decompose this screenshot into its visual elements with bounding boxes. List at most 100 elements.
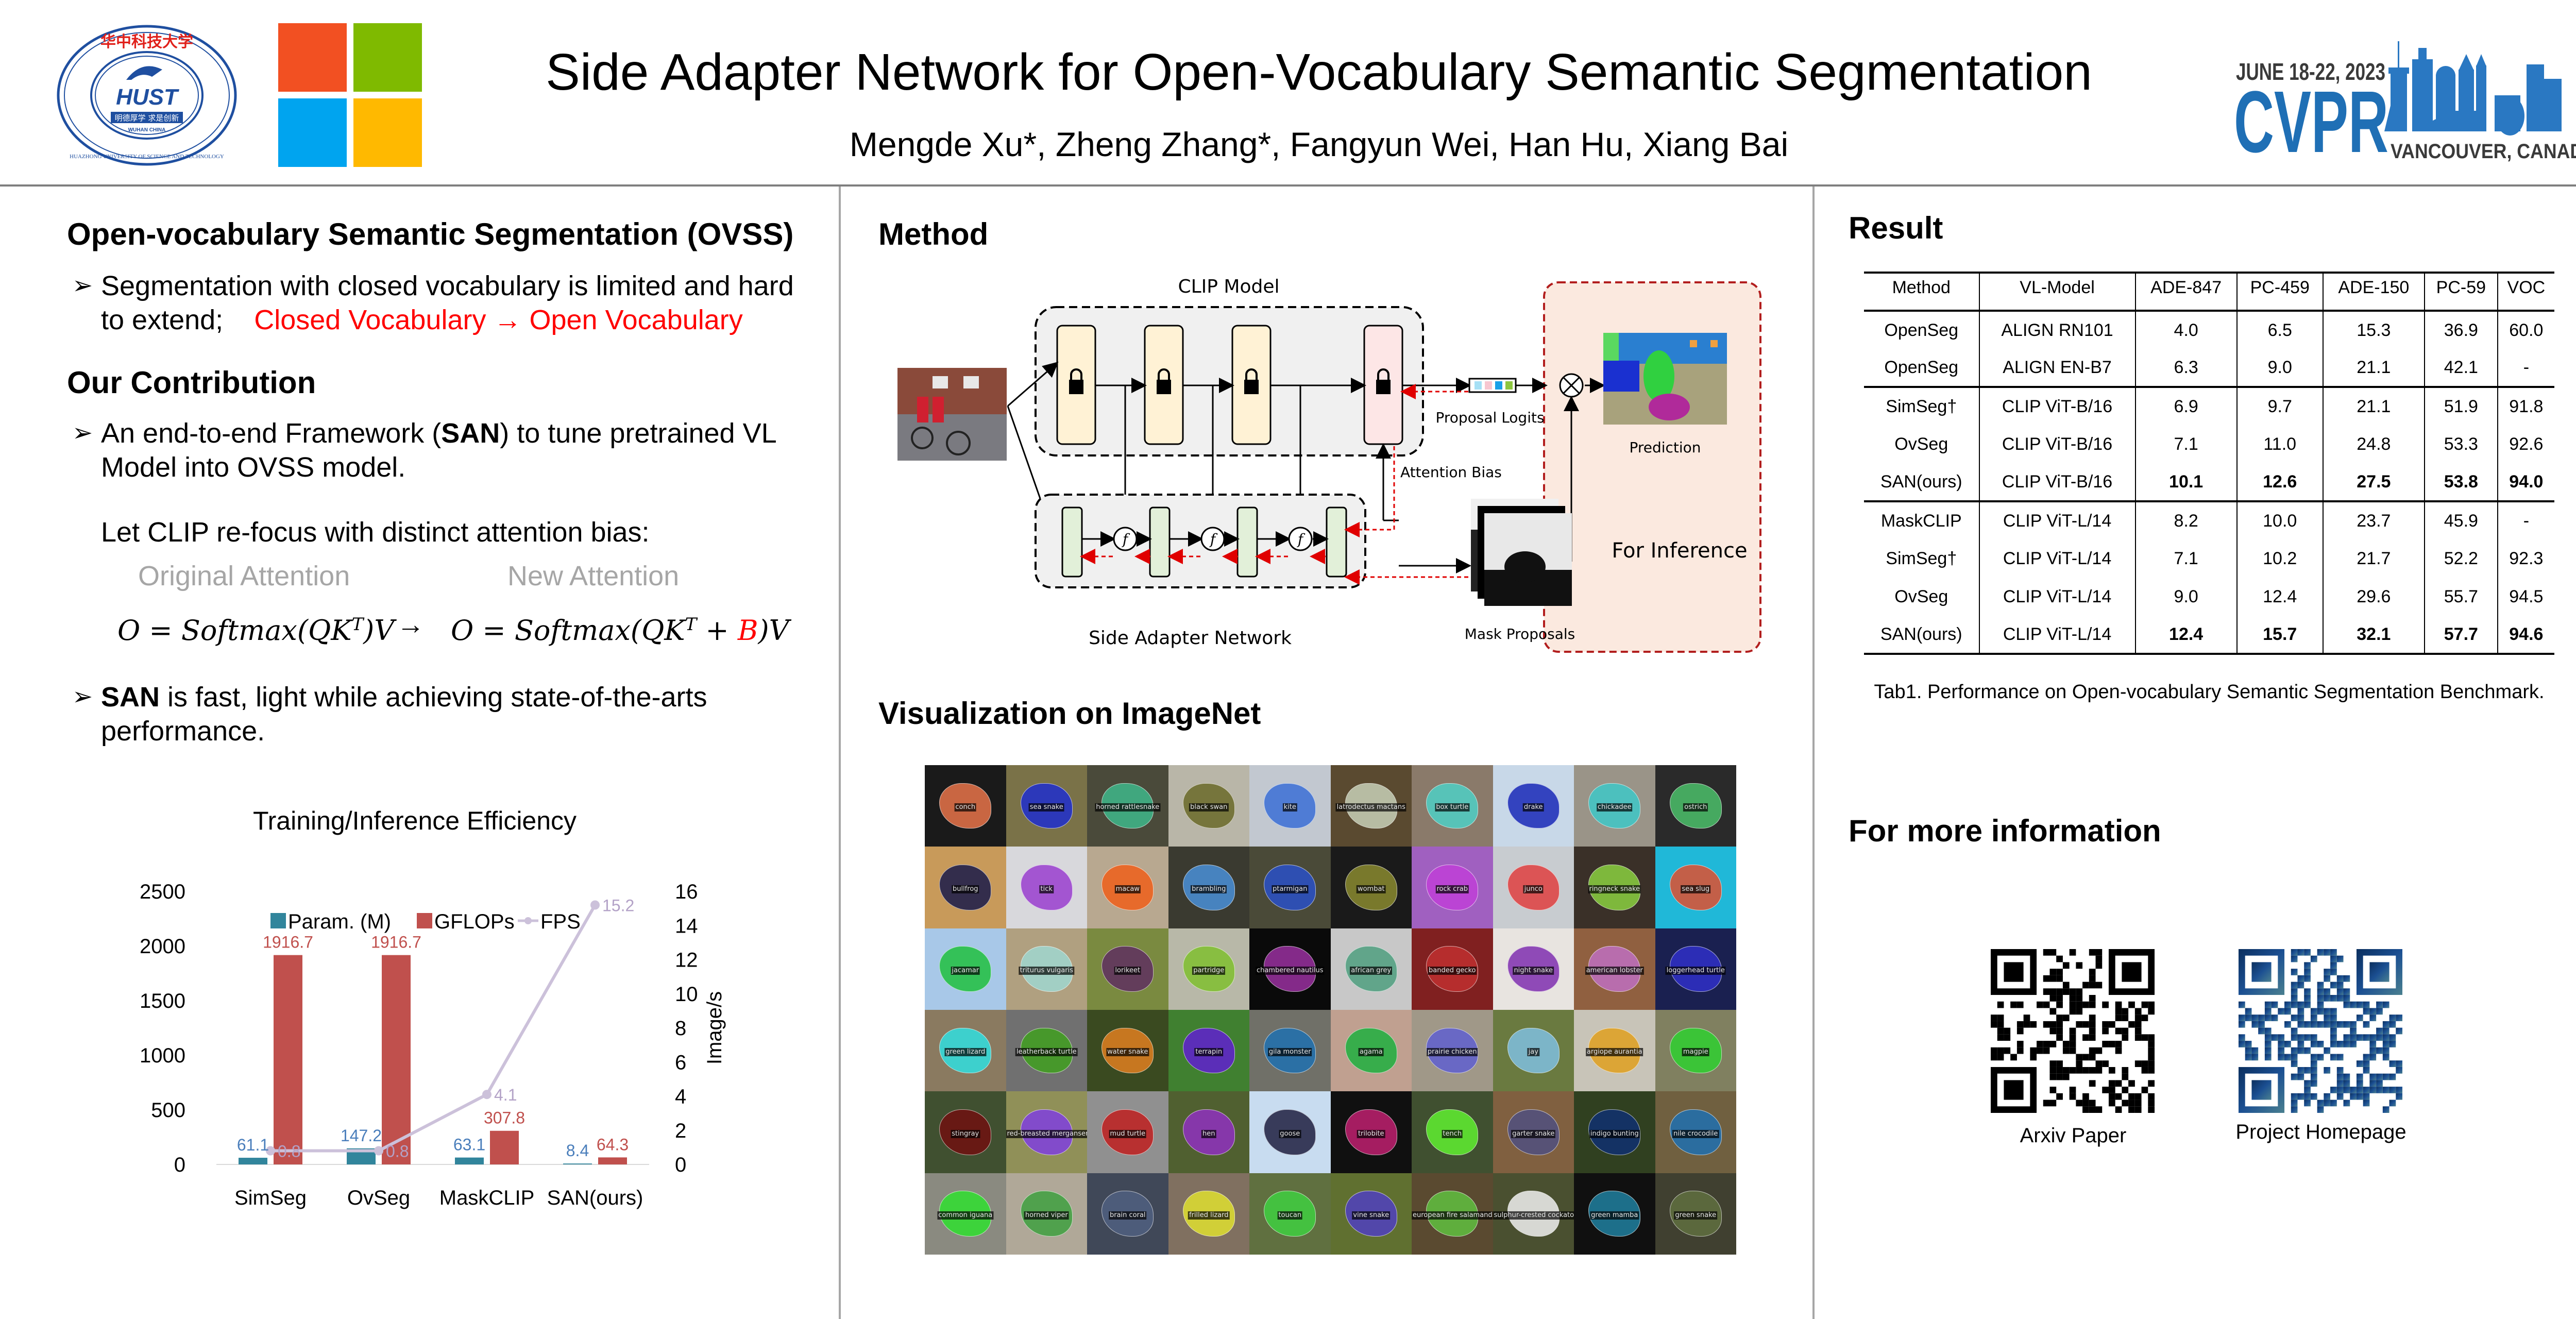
segmentation-label: green snake <box>1674 1211 1718 1220</box>
viz-image-tile: mud turtle <box>1087 1091 1168 1173</box>
qr-module <box>2297 975 2304 982</box>
qr-module <box>1997 1027 2004 1035</box>
prediction-label: Prediction <box>1629 439 1701 456</box>
qr-module <box>2089 1100 2096 1107</box>
qr-code-project-homepage[interactable] <box>2239 949 2402 1113</box>
viz-image-tile: green mamba <box>1574 1173 1655 1255</box>
viz-image-tile: jacamar <box>925 928 1006 1010</box>
qr-module <box>2089 982 2096 989</box>
viz-image-tile: brambling <box>1168 847 1249 928</box>
fps-data-label: 0.8 <box>386 1142 409 1161</box>
segmentation-label: sulphur-crested cockatoo <box>1493 1211 1574 1220</box>
qr-module <box>2049 1021 2057 1028</box>
bar-param-m--maskclip <box>455 1157 484 1164</box>
segmentation-label: partridge <box>1192 966 1226 975</box>
san-text: is fast, light while achieving state-of-… <box>160 682 707 713</box>
qr-module <box>2330 1054 2337 1061</box>
vl-model-cell: CLIP ViT-B/16 <box>1978 425 2136 463</box>
hust-abbrev: HUST <box>116 84 179 110</box>
score-cell: 29.6 <box>2322 578 2425 616</box>
qr-module <box>2076 1060 2083 1067</box>
qr-module <box>2369 1041 2377 1047</box>
column-header: PC-59 <box>2424 273 2498 311</box>
segmentation-label: horned rattlesnake <box>1095 803 1161 812</box>
qr-module <box>2304 975 2311 982</box>
qr-module <box>2148 1067 2155 1074</box>
qr-module <box>2239 1041 2245 1047</box>
qr-module <box>2278 1041 2285 1047</box>
qr-module <box>2134 1027 2142 1035</box>
viz-image-tile: latrodectus mactans <box>1330 765 1412 847</box>
qr-module <box>2363 1093 2370 1100</box>
qr-module <box>2089 1034 2096 1041</box>
qr-module <box>2317 1021 2324 1028</box>
qr-module <box>2264 1014 2272 1021</box>
column-header: Method <box>1892 278 1951 297</box>
viz-image-tile: macaw <box>1087 847 1168 928</box>
ovss-heading: Open-vocabulary Semantic Segmentation (O… <box>67 217 794 251</box>
segmentation-label: black swan <box>1189 803 1229 812</box>
qr-module <box>2251 1047 2259 1054</box>
qr-module <box>2271 1001 2278 1008</box>
qr-module <box>2122 1100 2129 1107</box>
qr-module <box>2049 1073 2057 1080</box>
qr-module <box>2324 1047 2331 1054</box>
qr-module <box>2069 1027 2076 1035</box>
qr-module <box>2350 1034 2357 1041</box>
qr-module <box>2382 1001 2389 1008</box>
qr-module <box>2049 1060 2057 1067</box>
segmentation-label: loggerhead turtle <box>1665 966 1726 975</box>
qr-module <box>2056 995 2063 1002</box>
equation-arrow: → <box>397 609 425 640</box>
segmentation-label: kite <box>1282 803 1297 812</box>
more-info-heading: For more information <box>1849 814 2161 848</box>
fusion-icon: f <box>1288 527 1313 551</box>
qr-module <box>2336 982 2344 989</box>
viz-image-tile: kite <box>1249 765 1331 847</box>
qr-module <box>2350 1087 2357 1093</box>
score-cell: 91.8 <box>2497 387 2554 425</box>
qr-module <box>2297 982 2304 989</box>
score-cell: 94.5 <box>2497 578 2554 616</box>
viz-image-tile: lorikeet <box>1087 928 1168 1010</box>
viz-image-tile: bullfrog <box>925 847 1006 928</box>
qr-module <box>2148 1100 2155 1107</box>
viz-image-tile: sea slug <box>1655 847 1736 928</box>
qr-module <box>2128 1093 2135 1100</box>
qr-module <box>1997 1021 2004 1028</box>
qr-module <box>2297 1001 2304 1008</box>
qr-module <box>2089 995 2096 1002</box>
equation-new: O = Softmax(QKT + B)V <box>451 604 789 651</box>
segmentation-label: tench <box>1442 1129 1463 1138</box>
y-left-tick-label: 1000 <box>140 1044 185 1067</box>
qr-module <box>2291 949 2298 956</box>
qr-module <box>2336 955 2344 962</box>
table-caption: Tab1. Performance on Open-vocabulary Sem… <box>1874 681 2545 703</box>
segmentation-label: common iguana <box>937 1211 994 1220</box>
qr-module <box>2382 1027 2389 1035</box>
qr-module <box>1991 1054 1997 1061</box>
qr-module <box>2049 1100 2057 1107</box>
chart-axes: 050010001500200025000246810121416Image/s… <box>140 881 726 1209</box>
result-heading: Result <box>1849 211 1943 245</box>
qr-module <box>2382 1087 2389 1093</box>
attention-bias-label: Attention Bias <box>1400 464 1502 481</box>
segmentation-label: magpie <box>1682 1048 1709 1057</box>
qr-module <box>2291 1054 2298 1061</box>
qr-module <box>2369 1047 2377 1054</box>
qr-module <box>2082 1054 2089 1061</box>
qr-code-arxiv-paper[interactable] <box>1991 949 2155 1113</box>
segmentation-label: wombat <box>1356 885 1386 893</box>
qr-module <box>2069 1034 2076 1041</box>
for-inference-label: For Inference <box>1612 539 1747 563</box>
qr-module <box>2382 1106 2389 1113</box>
qr-module <box>2141 1014 2148 1021</box>
qr-module <box>2363 1001 2370 1008</box>
qr-module <box>2317 949 2324 956</box>
legend-marker-icon <box>524 917 532 924</box>
score-cell: 10.0 <box>2236 501 2323 539</box>
qr-module <box>2004 1034 2011 1041</box>
qr-module <box>2056 955 2063 962</box>
segmentation-label: sea slug <box>1681 885 1711 893</box>
